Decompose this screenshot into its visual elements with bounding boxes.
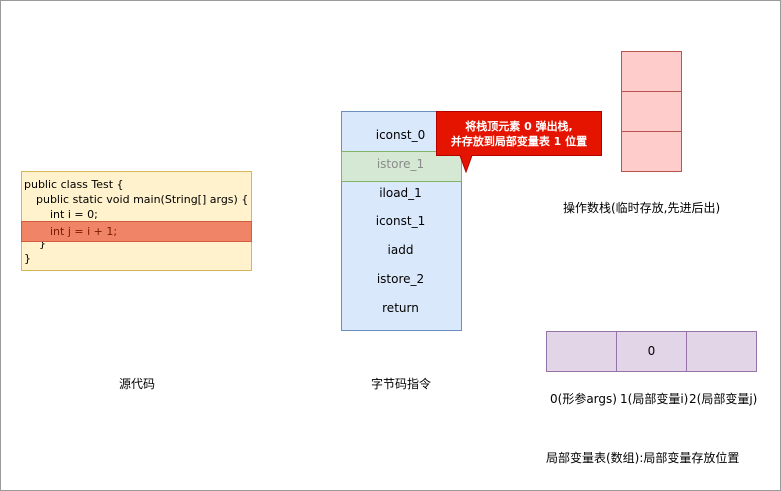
bytecode-highlight-row [341, 151, 462, 182]
callout-line-2: 并存放到局部变量表 1 位置 [450, 135, 588, 148]
local-var-slot-2 [686, 331, 757, 372]
code-line-close-class: } [24, 251, 31, 265]
bytecode-iconst-1: iconst_1 [375, 214, 426, 228]
code-line-class: public class Test { [24, 178, 124, 191]
code-line-int-i: int i = 0; [50, 207, 98, 221]
bytecode-istore-2: istore_2 [376, 272, 425, 286]
bytecode-return: return [382, 301, 419, 315]
stack-slot-bottom [621, 131, 682, 172]
callout: 将栈顶元素 0 弹出栈, 并存放到局部变量表 1 位置 [436, 111, 602, 174]
bytecode-iadd: iadd [387, 243, 414, 257]
bytecode-iload-1: iload_1 [379, 186, 422, 200]
bytecode-iconst-0: iconst_0 [375, 128, 426, 142]
code-line-main: public static void main(String[] args) { [36, 192, 249, 206]
bytecode-list: iconst_0 istore_1 iload_1 iconst_1 iadd … [341, 111, 462, 331]
local-var-label-2: 2(局部变量j) [689, 392, 758, 406]
callout-line-1: 将栈顶元素 0 弹出栈, [465, 120, 573, 133]
local-var-label-1: 1(局部变量i) [620, 392, 689, 406]
stack-slot-top [621, 51, 682, 92]
code-highlight-text: int j = i + 1; [50, 225, 118, 238]
bytecode-istore-1: istore_1 [376, 157, 425, 171]
stack-slot-middle [621, 91, 682, 132]
local-var-slot-1: 0 [616, 331, 687, 372]
code-highlight-row: int j = i + 1; [21, 221, 252, 242]
callout-shape [436, 111, 602, 174]
bytecode-caption: 字节码指令 [371, 377, 432, 391]
local-var-caption: 局部变量表(数组):局部变量存放位置 [546, 451, 740, 465]
operand-stack-caption: 操作数栈(临时存放,先进后出) [563, 201, 721, 215]
code-line-close-method: } [39, 237, 46, 251]
local-var-label-0: 0(形参args) [550, 392, 617, 406]
callout-text: 将栈顶元素 0 弹出栈, 并存放到局部变量表 1 位置 [436, 119, 602, 149]
local-var-slot-0 [546, 331, 617, 372]
source-code-caption: 源代码 [119, 377, 156, 391]
